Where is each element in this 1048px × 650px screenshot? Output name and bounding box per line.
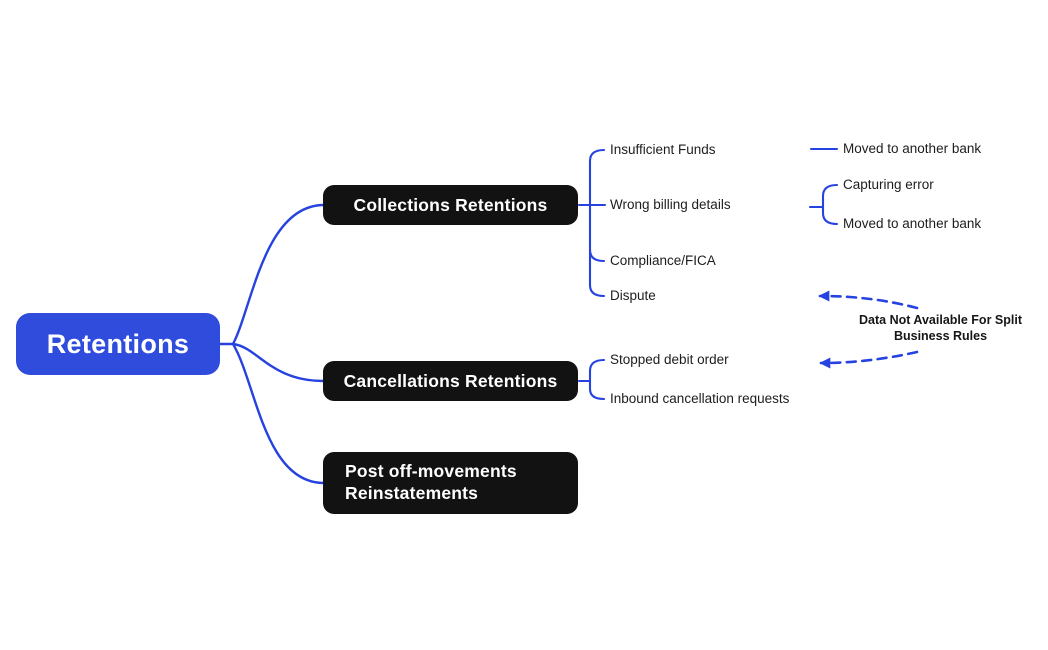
leaf-stopped-debit-order[interactable]: Stopped debit order (610, 352, 729, 367)
connector-root-to-post (231, 342, 326, 485)
annotation-data-not-available[interactable]: Data Not Available For Split Business Ru… (859, 313, 1022, 343)
node-cancellations-retentions[interactable]: Cancellations Retentions (323, 361, 578, 401)
connector-collections-compliance-branch (588, 248, 606, 263)
leaf-moved-to-another-bank-1[interactable]: Moved to another bank (843, 141, 982, 156)
node-post-off-movements-reinstatements[interactable]: Post off-movements Reinstatements (323, 452, 578, 514)
dashed-arrow-to-stopped-debit-order (819, 350, 919, 369)
connector-root-to-cancellations (231, 342, 326, 383)
leaf-inbound-cancellation-requests[interactable]: Inbound cancellation requests (610, 391, 790, 406)
leaf-dispute[interactable]: Dispute (610, 288, 656, 303)
node-retentions[interactable]: Retentions (16, 313, 220, 375)
leaf-wrong-billing-details[interactable]: Wrong billing details (610, 197, 731, 212)
connector-collections-trunk (588, 148, 606, 298)
leaf-insufficient-funds[interactable]: Insufficient Funds (610, 142, 716, 157)
node-collections-retentions[interactable]: Collections Retentions (323, 185, 578, 225)
leaf-capturing-error[interactable]: Capturing error (843, 177, 934, 192)
connector-root-to-collections (231, 203, 326, 346)
leaf-moved-to-another-bank-2[interactable]: Moved to another bank (843, 216, 982, 231)
dashed-arrow-to-dispute (818, 290, 919, 310)
leaf-compliance-fica[interactable]: Compliance/FICA (610, 253, 716, 268)
connector-cancellations-bracket (588, 358, 606, 401)
connector-wrong-billing-bracket (821, 183, 839, 226)
